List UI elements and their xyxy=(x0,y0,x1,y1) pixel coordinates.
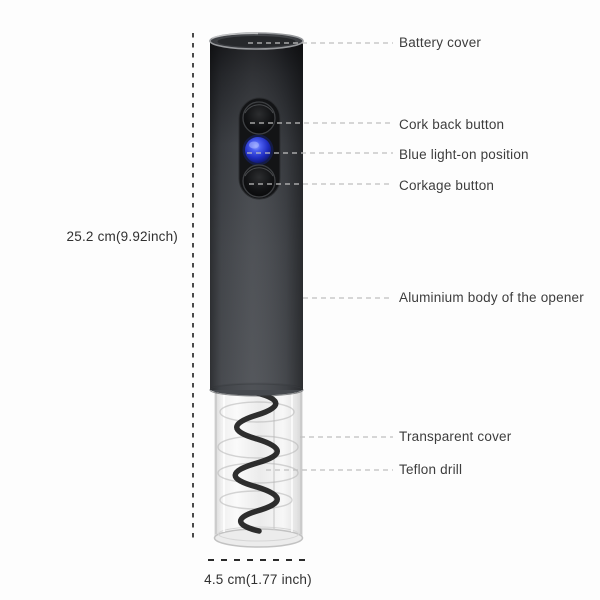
battery-cover-cap xyxy=(209,32,304,50)
leader-lines xyxy=(247,42,393,471)
corkage-button xyxy=(242,164,276,198)
label-transparent-cover: Transparent cover xyxy=(399,429,512,444)
teflon-drill-spiral xyxy=(232,390,280,534)
blue-light xyxy=(245,137,271,163)
label-teflon-drill: Teflon drill xyxy=(399,462,463,477)
aluminium-body xyxy=(209,40,304,397)
wine-opener-device xyxy=(209,32,304,548)
transparent-cover xyxy=(213,390,304,548)
button-panel xyxy=(238,97,281,200)
width-dimension-text: 4.5 cm(1.77 inch) xyxy=(204,572,312,587)
label-cork-back-button: Cork back button xyxy=(399,117,505,132)
label-battery-cover: Battery cover xyxy=(399,35,482,50)
label-blue-light: Blue light-on position xyxy=(399,147,529,162)
label-corkage-button: Corkage button xyxy=(399,178,495,193)
height-dimension-text: 25.2 cm(9.92inch) xyxy=(66,229,178,244)
label-aluminium-body: Aluminium body of the opener xyxy=(399,290,584,305)
cork-back-button xyxy=(242,101,276,135)
